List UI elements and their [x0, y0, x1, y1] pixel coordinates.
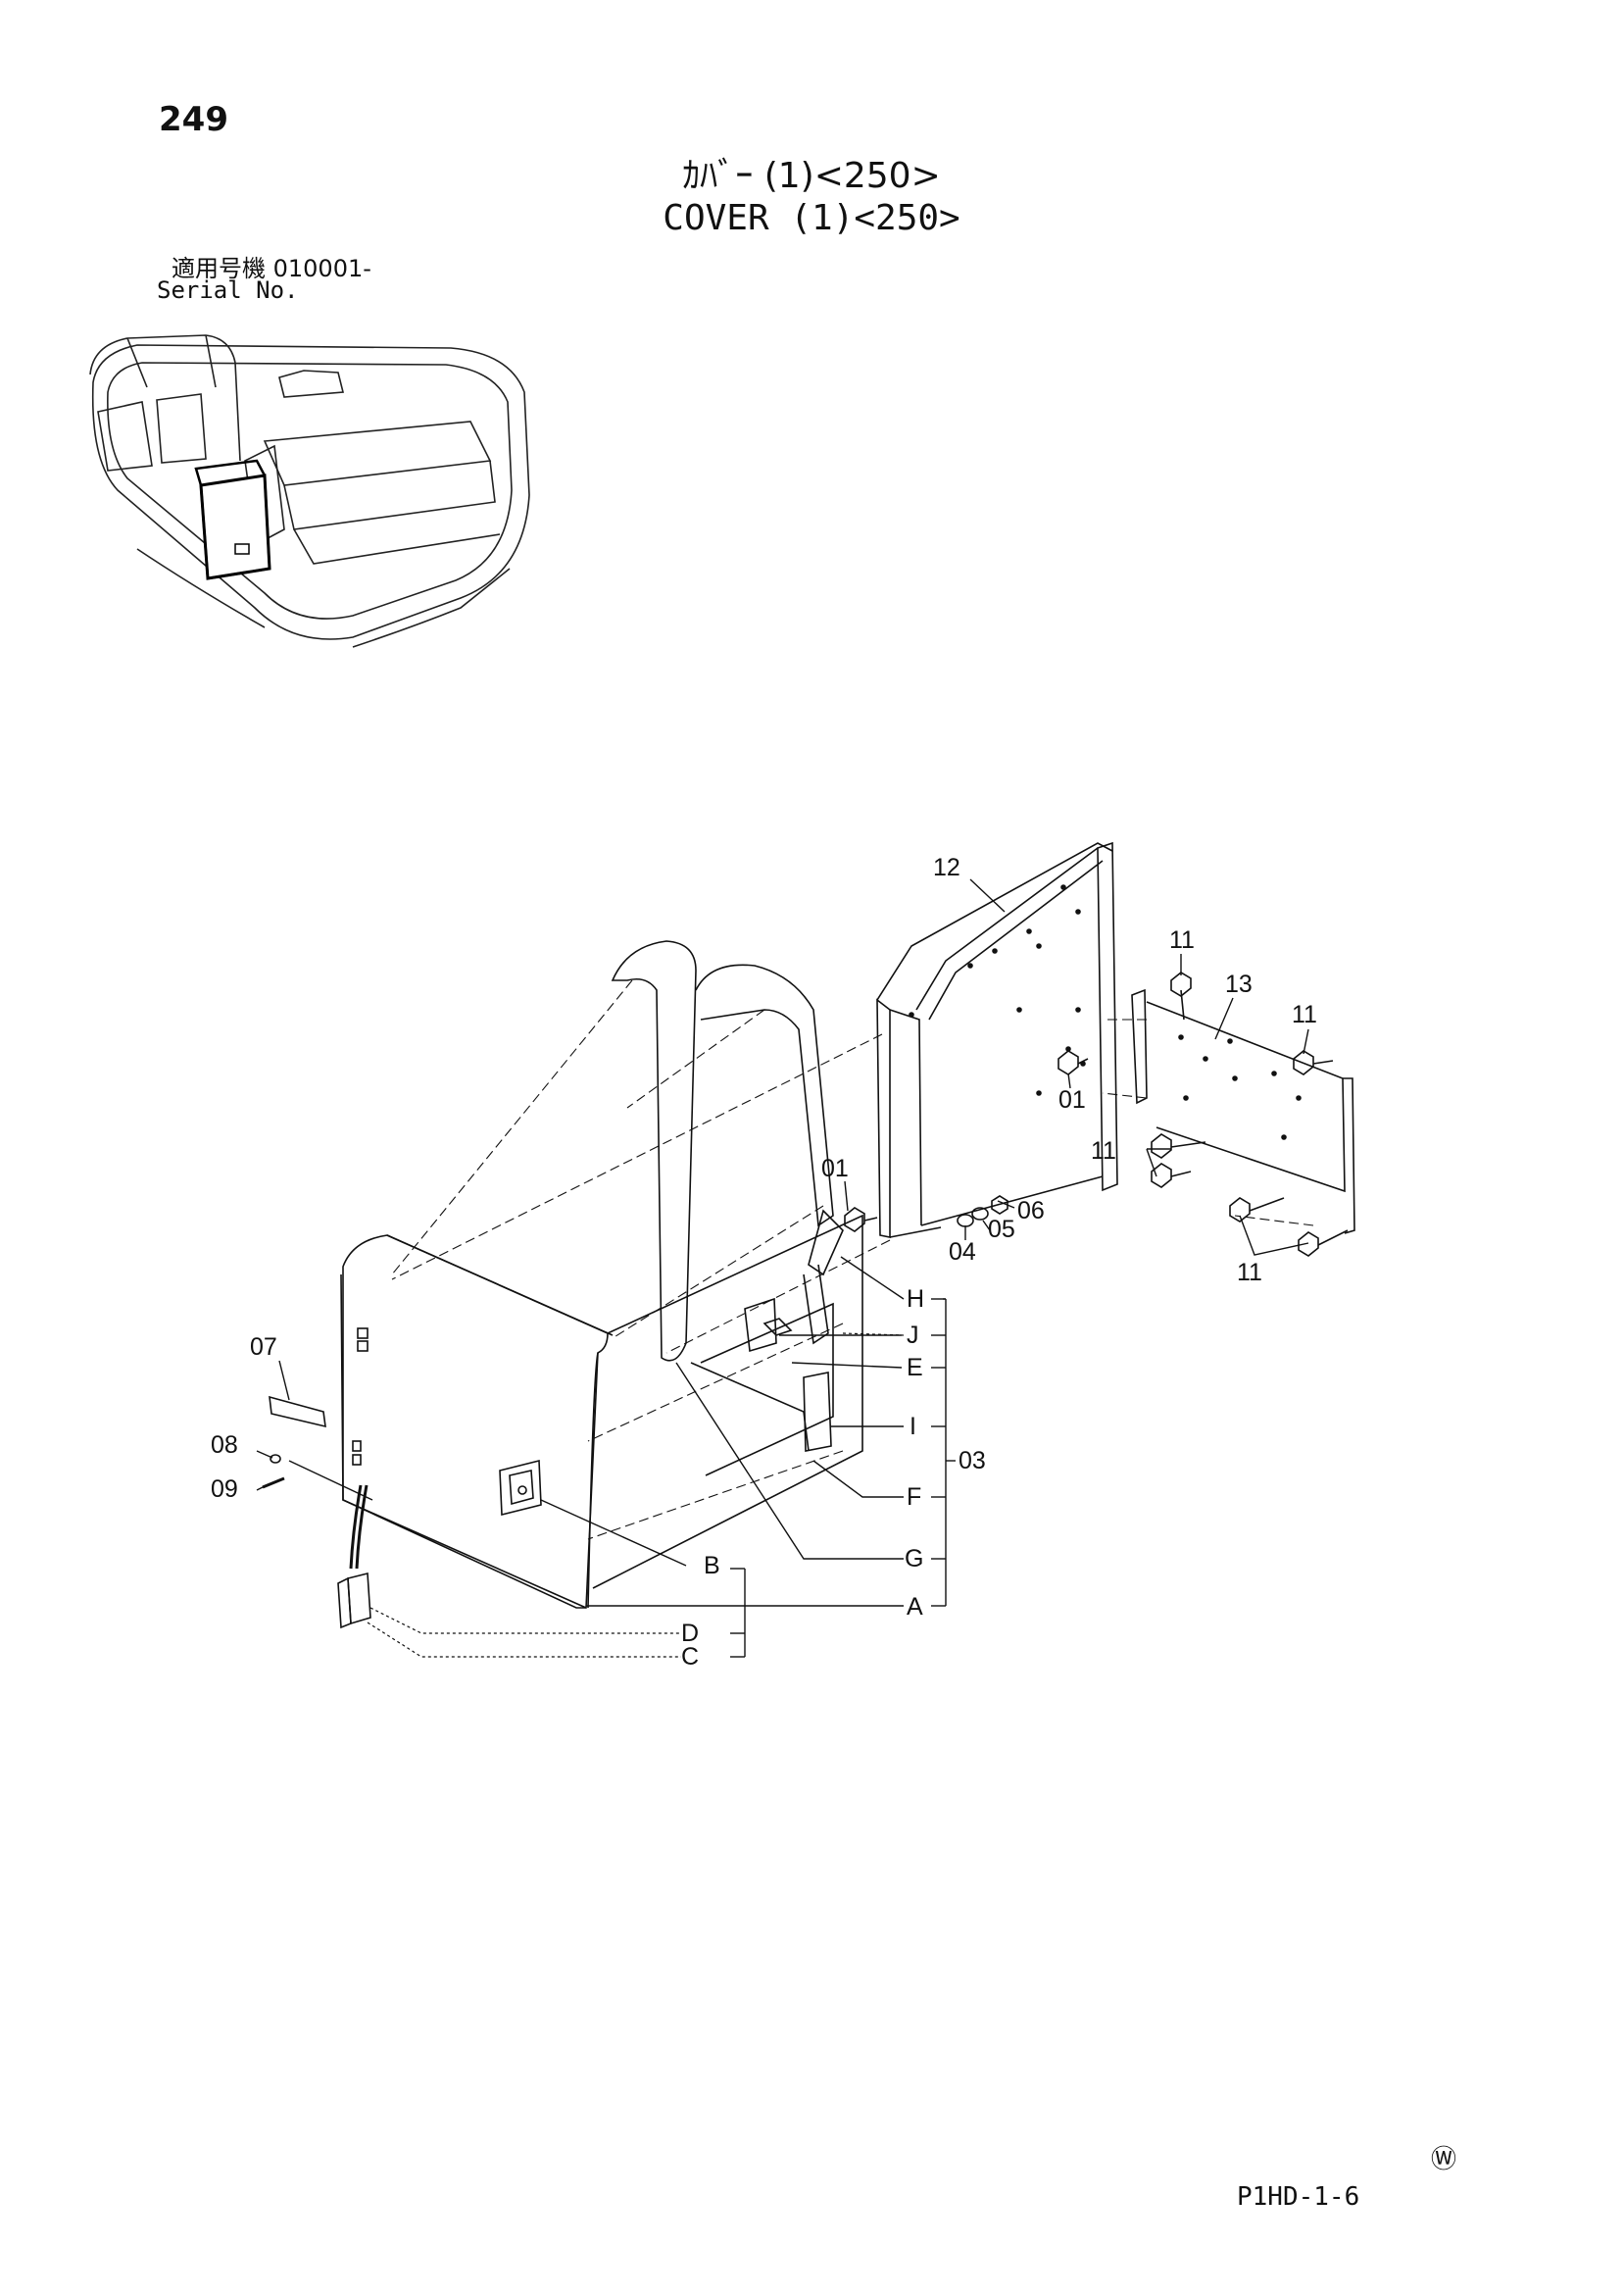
callout-11-right: 11 — [1292, 1001, 1317, 1028]
callout-11-middle: 11 — [1091, 1137, 1116, 1165]
serial-number-japanese: 適用号機 010001- — [172, 255, 371, 282]
page-number: 249 — [159, 100, 228, 139]
page-code: P1HD-1-6 — [1237, 2182, 1360, 2212]
callout-F: F — [907, 1483, 921, 1511]
title-japanese: ｶﾊﾞｰ (1)<250> — [682, 156, 941, 196]
callout-13: 13 — [1225, 971, 1253, 998]
callout-05: 05 — [988, 1216, 1015, 1243]
callout-12: 12 — [933, 854, 960, 881]
callout-A: A — [907, 1593, 923, 1621]
callout-I: I — [910, 1413, 916, 1440]
callout-J: J — [907, 1322, 919, 1349]
title-english: COVER (1)<250> — [663, 198, 960, 238]
callout-08: 08 — [211, 1431, 238, 1459]
part-13-plate — [1131, 988, 1355, 1234]
serial-number-label: Serial No. — [157, 276, 299, 304]
callout-H: H — [907, 1285, 924, 1313]
callout-04: 04 — [949, 1238, 976, 1266]
callout-01-left: 01 — [821, 1155, 849, 1182]
callout-D: D — [681, 1620, 699, 1647]
watermark-symbol: Ⓦ — [1431, 2145, 1457, 2174]
callout-03: 03 — [959, 1447, 986, 1474]
part-12-frame-panel — [876, 841, 1118, 1238]
callout-E: E — [907, 1354, 923, 1381]
callout-07: 07 — [250, 1333, 277, 1361]
callout-09: 09 — [211, 1475, 238, 1503]
callout-G: G — [905, 1545, 923, 1572]
callout-C: C — [681, 1643, 699, 1671]
callout-11-top: 11 — [1169, 926, 1195, 954]
callout-01-right: 01 — [1058, 1086, 1086, 1114]
callout-06: 06 — [1017, 1197, 1045, 1224]
callout-11-bottom: 11 — [1237, 1259, 1262, 1286]
callout-B: B — [704, 1552, 720, 1579]
